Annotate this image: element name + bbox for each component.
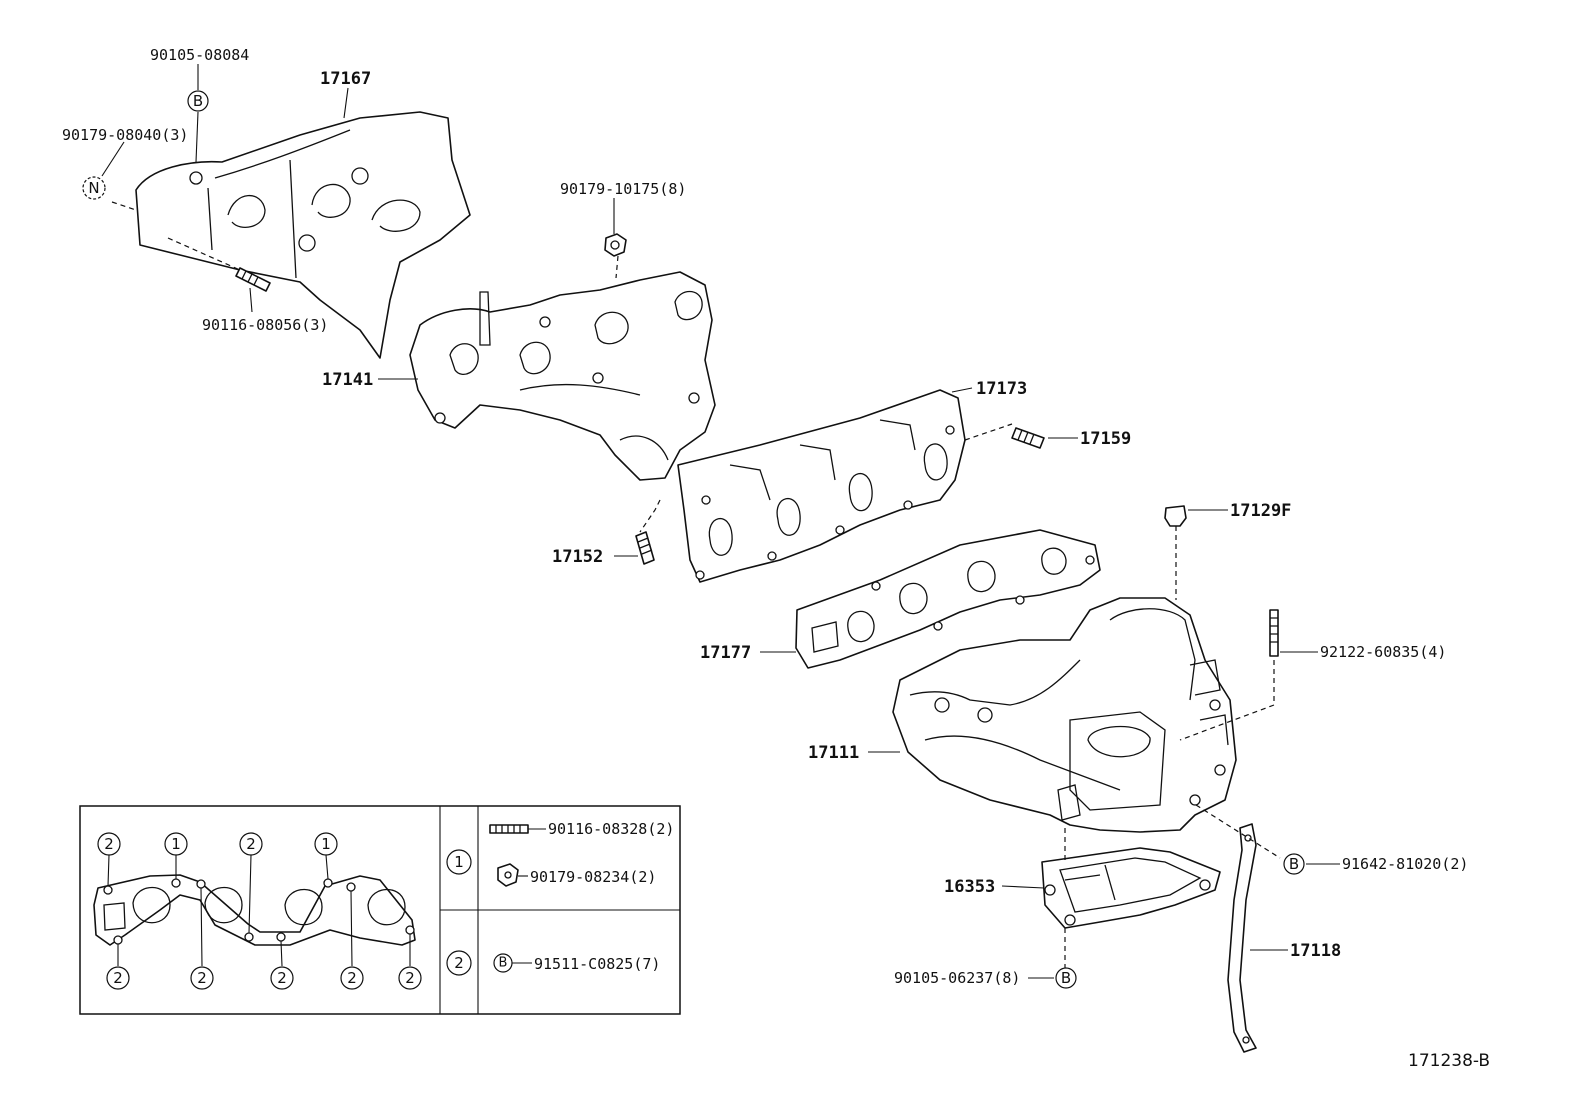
- label-17152: 17152: [552, 547, 603, 567]
- exhaust-manifold-17141: [409, 271, 716, 481]
- legend-row2-item-1: 91511-C0825(7): [534, 955, 660, 973]
- gasket-callout: 2: [104, 835, 114, 853]
- stud-92122-60835: [1269, 609, 1279, 657]
- legend-row1-marker: 1: [454, 853, 464, 871]
- label-91642-81020: 91642-81020(2): [1342, 855, 1468, 873]
- leader-lines: [101, 64, 1340, 979]
- gasket-17177: [795, 529, 1101, 669]
- diagram-reference: 171238-B: [1408, 1051, 1490, 1071]
- gasket-callout: 2: [113, 969, 123, 987]
- plug-17129F: [1164, 505, 1187, 527]
- label-17111: 17111: [808, 743, 859, 763]
- marker-b-90105: B: [1061, 969, 1071, 987]
- legend-row1-item-2: 90179-08234(2): [530, 868, 656, 886]
- label-92122-60835: 92122-60835(4): [1320, 643, 1446, 661]
- legend-marker-b: B: [499, 956, 508, 971]
- label-90105-08084: 90105-08084: [150, 46, 249, 64]
- label-17118: 17118: [1290, 941, 1341, 961]
- gasket-callout: 2: [197, 969, 207, 987]
- label-17173: 17173: [976, 379, 1027, 399]
- marker-n: N: [88, 179, 99, 197]
- callout-labels: 90105-08084 17167 90179-08040(3) 90179-1…: [62, 46, 1468, 987]
- gasket-callouts: 2 1 2 1 2 2 2 2 2: [97, 832, 422, 990]
- stud-17152: [635, 531, 655, 565]
- label-17177: 17177: [700, 643, 751, 663]
- gasket-callout: 1: [171, 835, 181, 853]
- stud-17159: [1011, 427, 1045, 449]
- stay-17118: [1227, 823, 1257, 1053]
- label-17167: 17167: [320, 69, 371, 89]
- label-17129F: 17129F: [1230, 501, 1291, 521]
- legend-row1-item-1: 90116-08328(2): [548, 820, 674, 838]
- label-90116-08056: 90116-08056(3): [202, 316, 328, 334]
- nut-90179-10175: [604, 233, 627, 257]
- legend-nut-icon: [497, 863, 519, 887]
- gasket-callout: 2: [347, 969, 357, 987]
- legend-stud-icon: [489, 824, 529, 834]
- bracket-16353: [1041, 847, 1221, 929]
- stud-90116-08056: [235, 267, 271, 292]
- circled-markers: B N B B: [82, 90, 1305, 989]
- legend-row2-marker: 2: [454, 954, 464, 972]
- legend-box: 2 1 2 1 2 2 2 2 2 1 2 90116-: [79, 805, 681, 1015]
- gasket-callout: 2: [277, 969, 287, 987]
- label-17141: 17141: [322, 370, 373, 390]
- dashed-lines: [111, 201, 1281, 968]
- intake-manifold-17111: [892, 597, 1237, 833]
- marker-b-91642: B: [1289, 855, 1299, 873]
- label-16353: 16353: [944, 877, 995, 897]
- label-90105-06237: 90105-06237(8): [894, 969, 1020, 987]
- gasket-17173: [677, 389, 966, 583]
- gasket-callout: 2: [405, 969, 415, 987]
- label-90179-08040: 90179-08040(3): [62, 126, 188, 144]
- gasket-callout: 1: [321, 835, 331, 853]
- gasket-callout: 2: [246, 835, 256, 853]
- label-17159: 17159: [1080, 429, 1131, 449]
- heat-insulator-17167: [135, 111, 471, 359]
- label-90179-10175: 90179-10175(8): [560, 180, 686, 198]
- marker-b-top: B: [193, 92, 203, 110]
